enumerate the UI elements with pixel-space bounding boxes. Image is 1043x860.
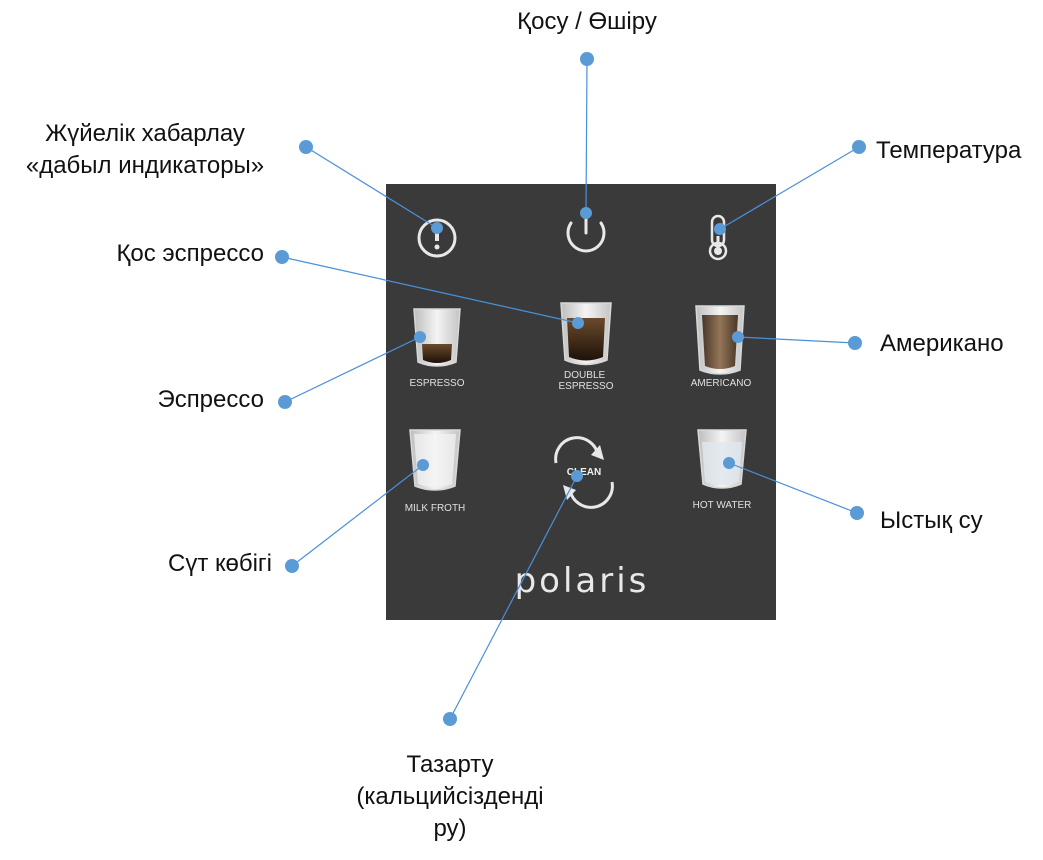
dot-hot-water-outer xyxy=(850,506,864,520)
callout-alarm: Жүйелік хабарлау «дабыл индикаторы» xyxy=(0,118,290,182)
americano-cup-icon[interactable] xyxy=(695,305,745,375)
dot-americano-outer xyxy=(848,336,862,350)
leader-line-power xyxy=(585,58,588,214)
dot-power-outer xyxy=(580,52,594,66)
hot-water-panel-label: HOT WATER xyxy=(693,500,752,511)
leader-line-temperature xyxy=(719,146,860,230)
callout-clean: Тазарту (кальцийсіздендi ру) xyxy=(330,749,570,845)
dot-americano-inner xyxy=(732,331,744,343)
leader-line-hot-water xyxy=(728,462,858,514)
dot-double-espresso-inner xyxy=(572,317,584,329)
leader-line-espresso xyxy=(284,336,421,403)
clean-icon-label: CLEAN xyxy=(567,467,601,478)
dot-milk-froth-inner xyxy=(417,459,429,471)
callout-double-espresso: Қос эспрессо xyxy=(116,240,264,267)
dot-power-inner xyxy=(580,207,592,219)
callout-alarm-line2: «дабыл индикаторы» xyxy=(25,152,265,179)
callout-clean-line1: Тазарту xyxy=(406,751,494,778)
double-espresso-panel-label-line2: ESPRESSO xyxy=(558,381,613,392)
milk-froth-cup-icon[interactable] xyxy=(409,429,461,491)
dot-temperature-inner xyxy=(714,223,726,235)
callout-americano: Американо xyxy=(880,330,1004,357)
callout-milk-froth: Сүт көбігі xyxy=(167,550,272,577)
callout-power: Қосу / Өшіру xyxy=(517,8,657,35)
americano-panel-label: AMERICANO xyxy=(691,378,752,389)
milk-froth-panel-label: MILK FROTH xyxy=(405,503,466,514)
dot-alarm-outer xyxy=(299,140,313,154)
double-espresso-cup-icon[interactable] xyxy=(560,302,612,366)
callout-dots xyxy=(275,52,866,726)
dot-espresso-outer xyxy=(278,395,292,409)
leader-lines xyxy=(281,58,860,720)
dot-clean-inner xyxy=(571,470,583,482)
double-espresso-panel-label-line1: DOUBLE xyxy=(564,370,605,381)
hot-water-cup-icon[interactable] xyxy=(697,429,747,489)
callout-alarm-line1: Жүйелік хабарлау xyxy=(45,120,245,147)
dot-hot-water-inner xyxy=(723,457,735,469)
callout-hot-water: Ыстық су xyxy=(880,507,983,534)
double-espresso-panel-label: DOUBLE ESPRESSO xyxy=(558,370,613,392)
brand-logo: polaris xyxy=(515,561,650,601)
dot-double-espresso-outer xyxy=(275,250,289,264)
dot-espresso-inner xyxy=(414,331,426,343)
espresso-cup-icon[interactable] xyxy=(413,308,461,367)
dot-milk-froth-outer xyxy=(285,559,299,573)
leader-line-milk-froth xyxy=(291,464,424,567)
leader-line-alarm xyxy=(305,146,438,229)
leader-line-americano xyxy=(737,336,856,344)
leader-line-clean xyxy=(449,475,578,720)
callout-clean-line3: ру) xyxy=(433,815,467,842)
dot-temperature-outer xyxy=(852,140,866,154)
espresso-panel-label: ESPRESSO xyxy=(409,378,464,389)
dot-clean-outer xyxy=(443,712,457,726)
callout-temperature: Температура xyxy=(876,137,1022,164)
leader-line-double-espresso xyxy=(281,256,579,324)
dot-alarm-inner xyxy=(431,222,443,234)
callout-espresso: Эспрессо xyxy=(157,386,264,413)
callout-clean-line2: (кальцийсіздендi xyxy=(356,783,544,810)
